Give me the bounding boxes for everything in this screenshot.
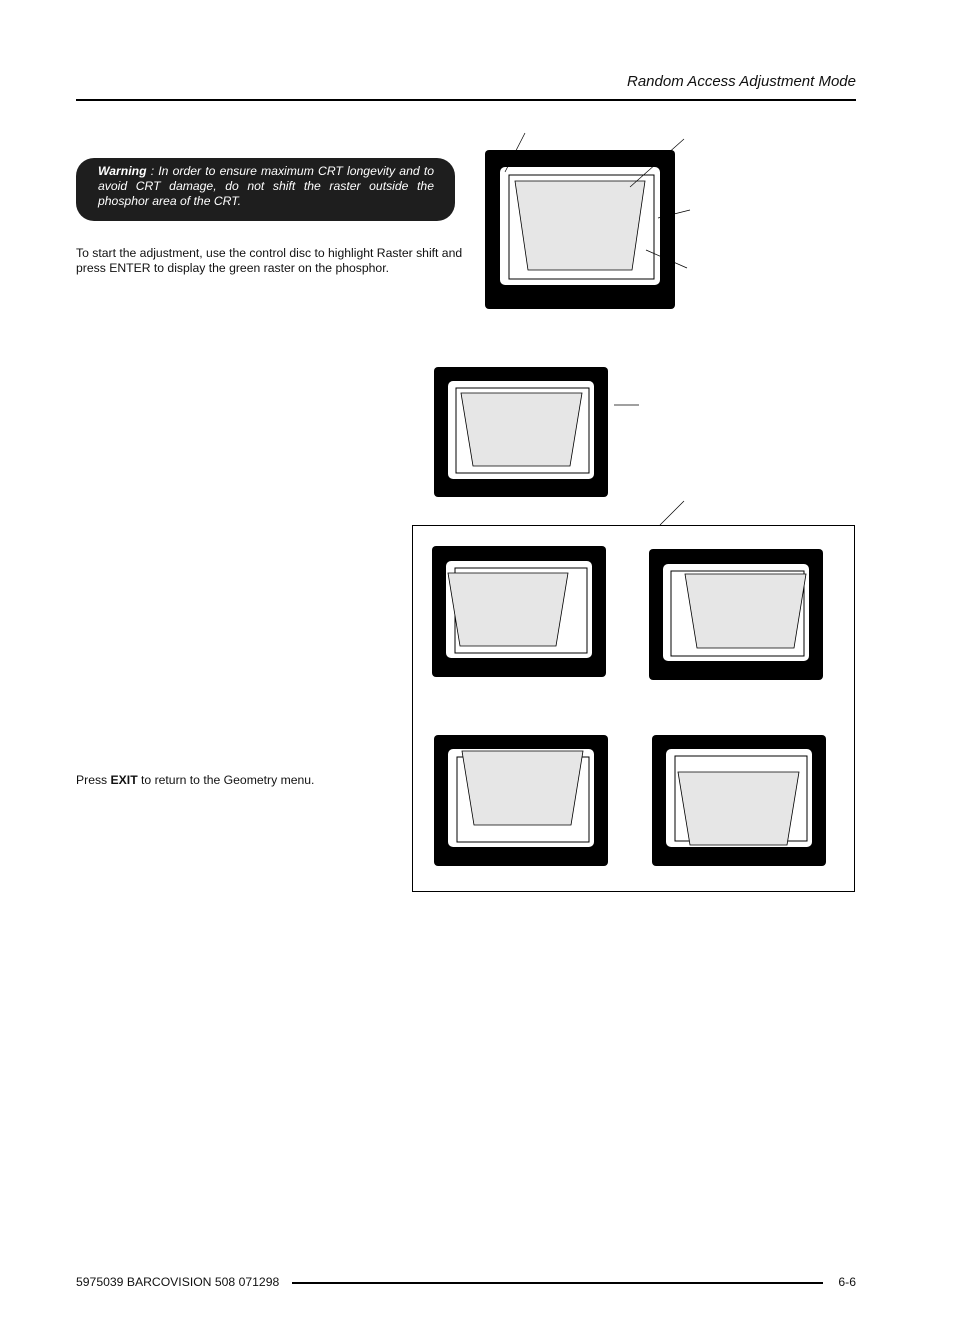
crt-diagram-shift-up [434,735,608,866]
exit-suffix: to return to the Geometry menu. [137,773,315,787]
crt-diagram-shift-down [652,735,826,866]
crt-diagram-centered [434,367,685,526]
exit-key: EXIT [110,773,138,787]
warning-label: Warning [98,164,147,178]
crt-diagram-shift-left [432,546,606,677]
exit-prefix: Press [76,773,111,787]
footer-page-number: 6-6 [838,1275,856,1289]
warning-text: : In order to ensure maximum CRT longevi… [98,164,434,208]
footer-doc-ref: 5975039 BARCOVISION 508 071298 [76,1275,280,1289]
intro-paragraph: To start the adjustment, use the control… [76,246,463,275]
crt-diagram-main [485,132,691,309]
page-header-title: Random Access Adjustment Mode [627,73,856,90]
header-rule [76,99,856,101]
raster-shift-examples-frame [412,525,855,892]
exit-paragraph: Press EXIT to return to the Geometry men… [76,773,406,788]
warning-box: Warning : In order to ensure maximum CRT… [76,158,455,221]
crt-diagram-shift-right [649,549,823,680]
footer-rule [292,1282,823,1284]
